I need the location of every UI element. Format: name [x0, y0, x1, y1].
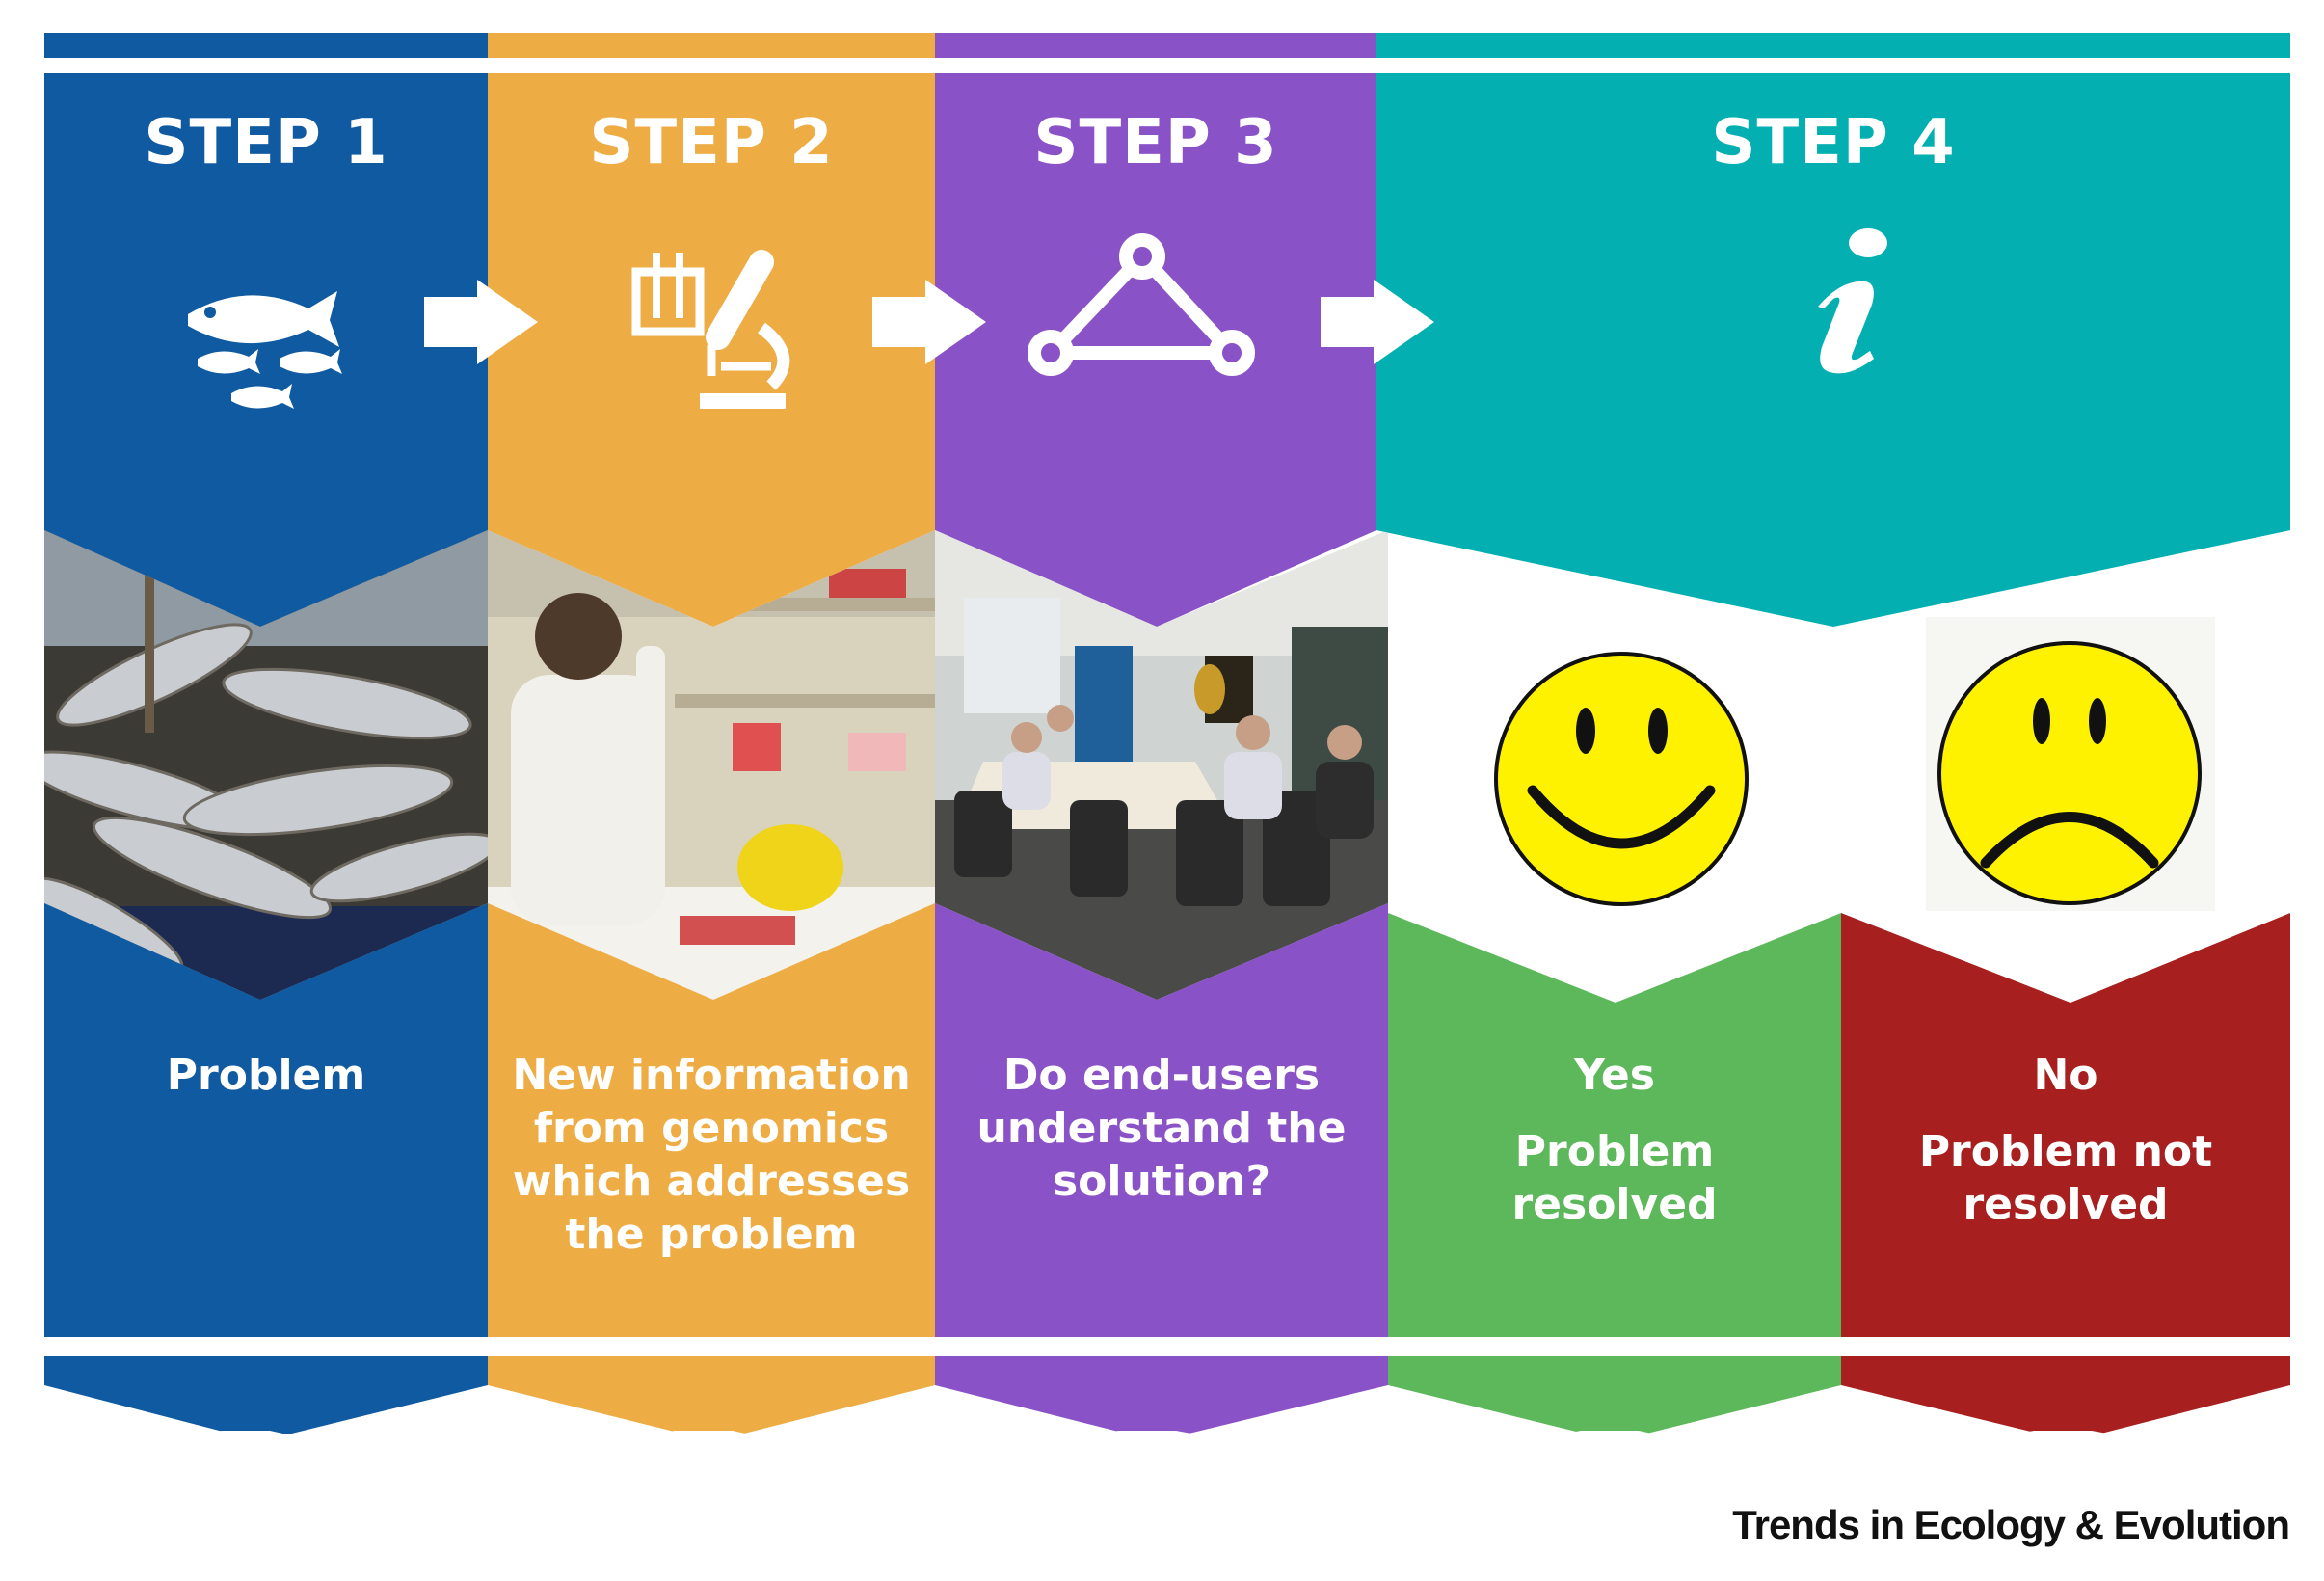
top-band-2	[488, 33, 935, 58]
step2-bottom-ribbon	[488, 903, 935, 1337]
step3-title: STEP 3	[1033, 107, 1278, 178]
journal-name: Trends in Ecology & Evolution	[1732, 1502, 2290, 1547]
arrow-1-icon	[424, 280, 538, 364]
step2-caption-line: the problem	[565, 1210, 858, 1259]
step1-ribbon	[44, 73, 488, 627]
step1-title: STEP 1	[144, 107, 388, 178]
arrow-2-icon	[872, 280, 986, 364]
yes-next-ribbon	[1388, 1356, 1841, 1441]
step2-caption-line: from genomics	[533, 1104, 890, 1153]
top-band-4	[1376, 33, 2290, 58]
sad-face-icon	[1937, 641, 2202, 905]
step3-caption: Do end-users understand the solution?	[935, 1049, 1388, 1208]
no-ribbon	[1841, 913, 2290, 1337]
step3-caption-line: Do end-users	[1002, 1051, 1321, 1100]
top-band-1	[44, 33, 488, 58]
step2-caption-line: which addresses	[512, 1157, 911, 1206]
no-caption-line: Problem not	[1918, 1127, 2213, 1176]
step2-title: STEP 2	[589, 107, 834, 178]
no-next-ribbon	[1841, 1356, 2290, 1441]
step3-bottom-ribbon	[935, 903, 1388, 1337]
step1-next-ribbon	[44, 1356, 488, 1441]
step4-title: STEP 4	[1711, 107, 1956, 178]
happy-face-icon	[1494, 652, 1749, 906]
yes-caption: Yes Problem resolved	[1388, 1049, 1841, 1231]
yes-caption-line: Problem	[1514, 1127, 1715, 1176]
no-caption-line: resolved	[1963, 1180, 2169, 1229]
step3-caption-line: understand the	[976, 1104, 1347, 1153]
no-answer: No	[2033, 1051, 2098, 1100]
yes-caption-line: resolved	[1511, 1180, 1718, 1229]
yes-ribbon	[1388, 913, 1841, 1337]
step2-caption: New information from genomics which addr…	[488, 1049, 935, 1261]
step3-next-ribbon	[935, 1356, 1388, 1441]
step2-caption-line: New information	[512, 1051, 911, 1100]
fish-icon	[188, 291, 342, 409]
microscope-icon	[631, 250, 790, 409]
meeting-photo	[935, 530, 1388, 1000]
step1-caption: Problem	[44, 1049, 488, 1102]
information-icon	[1818, 228, 1887, 374]
step4-ribbon-tip	[1376, 501, 2290, 627]
top-band-3	[935, 33, 1376, 58]
step1-bottom-ribbon	[44, 903, 488, 1337]
network-triangle-icon	[1028, 233, 1255, 376]
step3-caption-line: solution?	[1052, 1157, 1270, 1206]
yes-answer: Yes	[1574, 1051, 1655, 1100]
step2-next-ribbon	[488, 1356, 935, 1441]
step1-caption-line: Problem	[166, 1051, 366, 1100]
no-caption: No Problem not resolved	[1841, 1049, 2290, 1231]
arrow-3-icon	[1321, 280, 1434, 364]
